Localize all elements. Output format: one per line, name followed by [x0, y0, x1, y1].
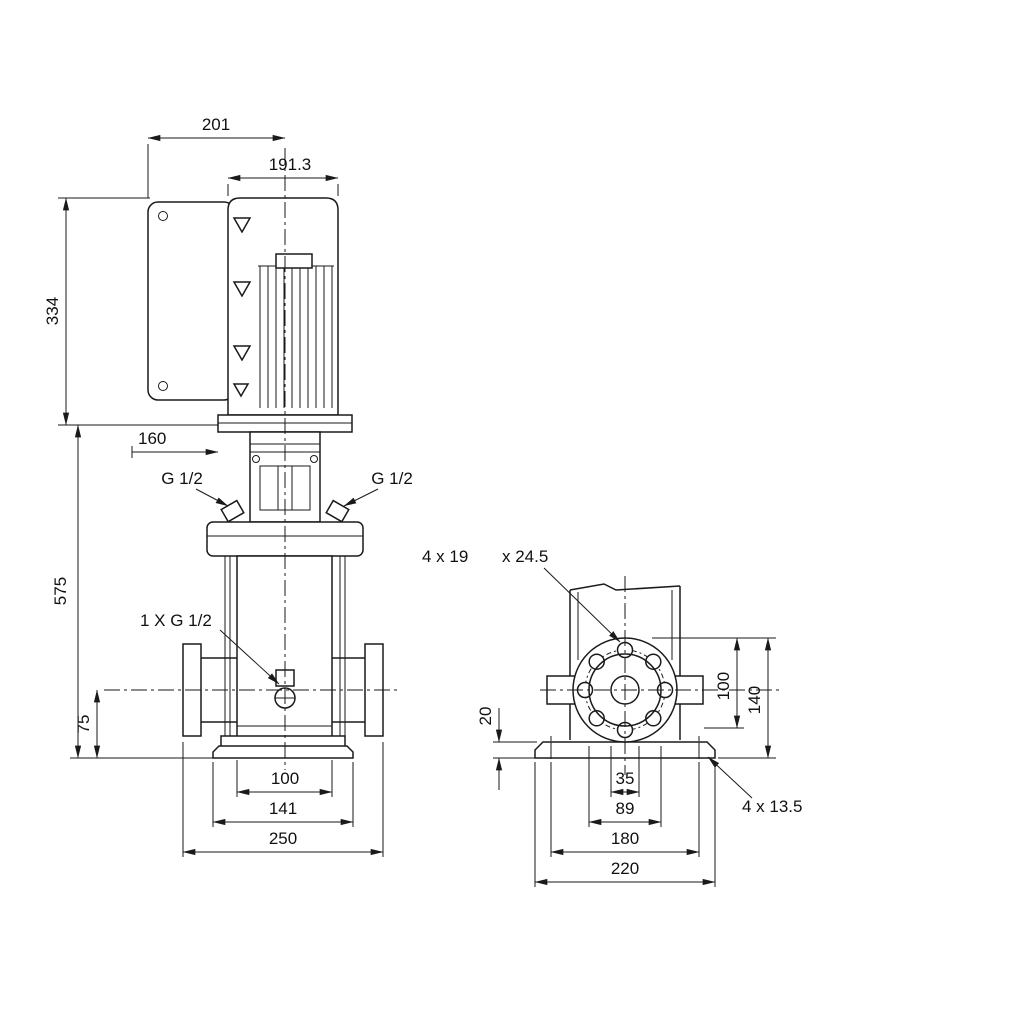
dim-100-end-label: 100	[714, 672, 733, 700]
motor-nameplate	[275, 253, 313, 269]
vent-plug-left	[220, 499, 245, 523]
dim-141-label: 141	[269, 799, 297, 818]
flange-holes-label-1: 4 x 19	[422, 547, 468, 566]
dim-base-length: 220	[534, 762, 716, 887]
dim-220-label: 220	[611, 859, 639, 878]
dim-20-label: 20	[476, 707, 495, 726]
base-holes-label: 4 x 13.5	[742, 797, 803, 816]
motor-fins	[259, 266, 333, 408]
dim-motor-assembly-width: 201	[147, 115, 286, 198]
dim-overall-length: 250	[182, 742, 384, 857]
dim-575-label: 575	[51, 577, 70, 605]
dim-foot-hole-spacing: 180	[550, 762, 700, 857]
dim-flange-height-2: 140	[718, 637, 776, 759]
dim-bore: 35	[610, 746, 640, 797]
front-view: 201 191.3 334 160 575 75	[43, 115, 413, 857]
cable-clips	[232, 217, 252, 398]
end-view: 4 x 19 x 24.5 20 100 140	[422, 547, 803, 887]
motor	[227, 197, 339, 416]
dim-89-label: 89	[616, 799, 635, 818]
dim-35-label: 35	[616, 769, 635, 788]
flange-face	[572, 637, 678, 743]
dim-base-width: 141	[212, 762, 354, 827]
dim-pump-height: 575	[51, 424, 213, 759]
dim-motor-body-width: 191.3	[227, 155, 339, 196]
tie-rods	[224, 556, 346, 736]
dim-250-label: 250	[269, 829, 297, 848]
dim-75-label: 75	[74, 715, 93, 734]
label-base-holes: 4 x 13.5	[707, 756, 803, 816]
control-box	[147, 201, 235, 401]
bolt-holes	[576, 641, 674, 739]
dim-port-center-height: 75	[74, 689, 101, 759]
dim-100-front-label: 100	[271, 769, 299, 788]
label-plug-left: G 1/2	[161, 469, 229, 507]
label-flange-holes: 4 x 19 x 24.5	[422, 547, 621, 643]
dim-port-span: 100	[236, 760, 333, 797]
dim-180-label: 180	[611, 829, 639, 848]
dim-base-height: 20	[476, 707, 537, 790]
dim-201-label: 201	[202, 115, 230, 134]
dim-motor-height: 334	[43, 197, 218, 426]
end-body	[569, 583, 681, 740]
label-drain-plug: 1 X G 1/2	[140, 611, 280, 685]
plug-right-label: G 1/2	[371, 469, 413, 488]
dim-raised-face: 89	[588, 746, 662, 827]
dim-191-label: 191.3	[269, 155, 312, 174]
vent-plug-right	[325, 499, 350, 523]
drain-plug-label: 1 X G 1/2	[140, 611, 212, 630]
dim-flange-height-1: 100	[652, 637, 776, 729]
dim-160-label: 160	[138, 429, 166, 448]
dim-140-label: 140	[745, 686, 764, 714]
dim-334-label: 334	[43, 297, 62, 325]
flange-holes-label-2: x 24.5	[502, 547, 548, 566]
plug-left-label: G 1/2	[161, 469, 203, 488]
base-front	[212, 735, 354, 759]
label-plug-right: G 1/2	[343, 469, 413, 507]
dim-head-width: 160	[131, 429, 219, 458]
